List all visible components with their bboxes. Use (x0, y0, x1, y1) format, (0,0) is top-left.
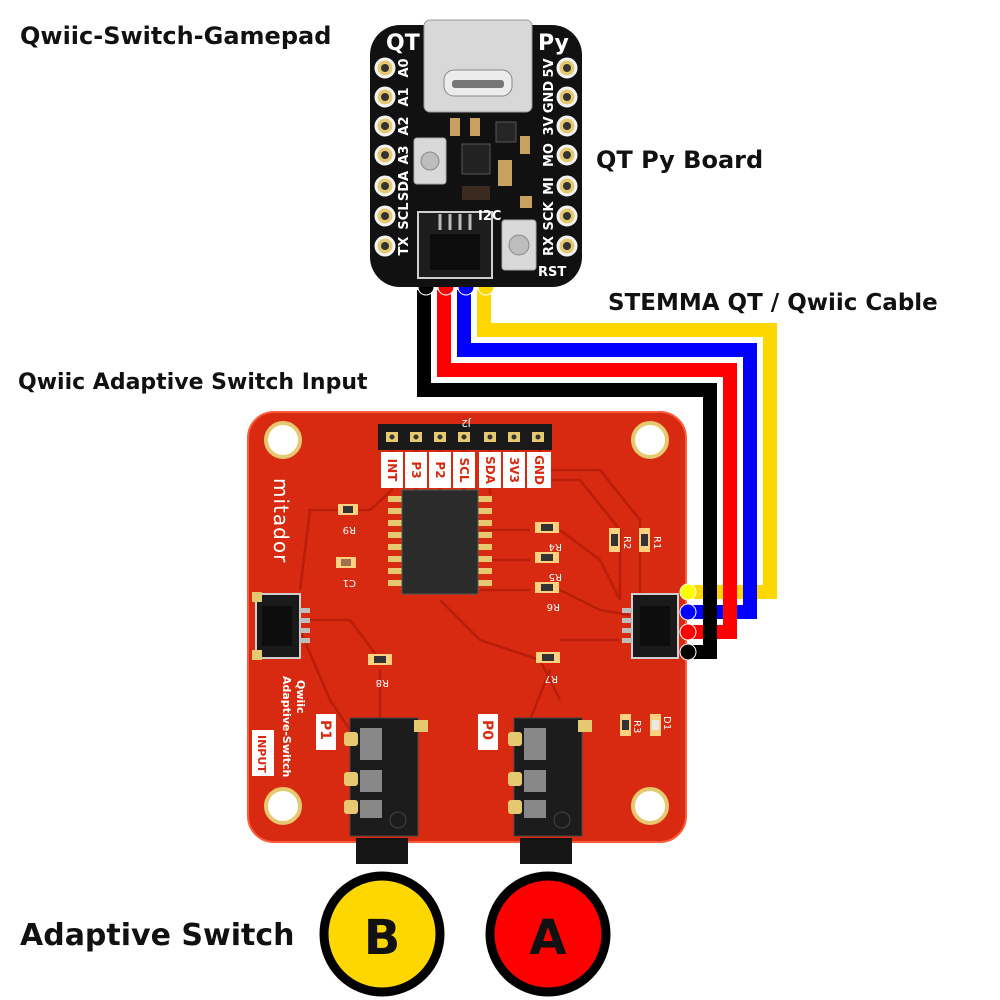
adaptive-switch-caption: Adaptive Switch (20, 918, 295, 953)
qtpy-i2c-label: I2C (478, 209, 501, 224)
j2-pin-p2: P2 (433, 461, 447, 478)
label-r4: R4 (549, 541, 562, 552)
j2-pin-labels (381, 452, 551, 488)
smd-components (336, 504, 661, 736)
stemma-qt-cable (417, 290, 777, 659)
switch-button-b: B (319, 871, 445, 997)
qtpy-rst-label: RST (538, 265, 566, 280)
qtpy-pin-a2: A2 (397, 116, 412, 135)
qtpy-right-pads (556, 57, 578, 257)
qtpy-pin-5v: 5V (542, 58, 557, 77)
jack-label-p1: P1 (317, 720, 333, 740)
qtpy-pin-scl: SCL (397, 202, 412, 229)
label-c1: C1 (343, 577, 356, 588)
adaptive-input-caption: Qwiic Adaptive Switch Input (18, 370, 368, 395)
label-r9: R9 (343, 524, 356, 535)
j2-pin-3v3: 3V3 (507, 457, 521, 483)
label-r7: R7 (545, 673, 558, 684)
cable-caption: STEMMA QT / Qwiic Cable (608, 290, 938, 316)
main-ic (388, 489, 492, 595)
label-r8: R8 (376, 677, 389, 688)
qtpy-brand-right: Py (538, 31, 569, 56)
silk-input-label: INPUT (255, 735, 268, 773)
j2-pin-sda: SDA (483, 456, 497, 485)
connector-dot-yellow (679, 583, 697, 601)
qtpy-pin-3v: 3V (542, 116, 557, 135)
switch-button-a: A (485, 871, 611, 997)
qtpy-pin-sck: SCK (542, 201, 557, 231)
qtpy-pin-gnd: GND (542, 81, 557, 114)
switch-a-label: A (529, 910, 566, 966)
label-d1: D1 (661, 716, 672, 730)
qtpy-pin-mi: MI (542, 177, 557, 195)
left-qwiic-connector (252, 592, 310, 660)
label-r2: R2 (621, 536, 632, 549)
qtpy-pin-tx: TX (397, 237, 412, 256)
switch-b-circle (319, 871, 445, 997)
connector-dot-red (679, 623, 697, 641)
qtpy-pin-rx: RX (542, 236, 557, 256)
switch-b-label: B (364, 910, 401, 966)
adaptive-switch-board: J2 INT P3 P2 SCL SDA 3V3 GND (247, 411, 697, 864)
mounting-holes (264, 421, 669, 825)
label-r5: R5 (549, 571, 562, 582)
qtpy-pin-sda: SDA (397, 171, 412, 201)
switch-a-circle (485, 871, 611, 997)
usb-c-connector (423, 19, 533, 113)
qtpy-pin-a1: A1 (397, 87, 412, 106)
silk-adaptive-switch: Adaptive-Switch (280, 676, 293, 777)
label-r3: R3 (631, 720, 642, 733)
audio-jack-p0 (508, 717, 592, 864)
j2-pin-gnd: GND (532, 455, 546, 485)
audio-jack-p1 (344, 717, 428, 864)
qtpy-chip (461, 143, 491, 175)
board-logo: mitador (269, 478, 293, 563)
label-r6: R6 (547, 601, 560, 612)
connector-dot-blue (679, 603, 697, 621)
qtpy-board: QT Py A0 A1 A2 A3 SDA SCL TX 5V G (370, 19, 582, 287)
qtpy-pin-mo: MO (542, 143, 557, 167)
qtpy-pin-a3: A3 (397, 145, 412, 164)
qtpy-caption: QT Py Board (596, 146, 764, 174)
j2-pin-p3: P3 (409, 461, 423, 478)
j2-pin-int: INT (385, 459, 399, 483)
qtpy-brand-left: QT (386, 31, 420, 56)
jack-label-p0: P0 (479, 720, 495, 740)
diagram-title: Qwiic-Switch-Gamepad (20, 22, 332, 50)
right-qwiic-connector (622, 593, 679, 659)
j2-pin-scl: SCL (457, 457, 471, 482)
connector-dot-black (679, 643, 697, 661)
silk-qwiic: Qwiic (294, 680, 307, 714)
j2-label: J2 (461, 417, 471, 428)
label-r1: R1 (651, 536, 662, 549)
qtpy-pin-a0: A0 (397, 58, 412, 77)
cable-wire-black (417, 290, 717, 659)
